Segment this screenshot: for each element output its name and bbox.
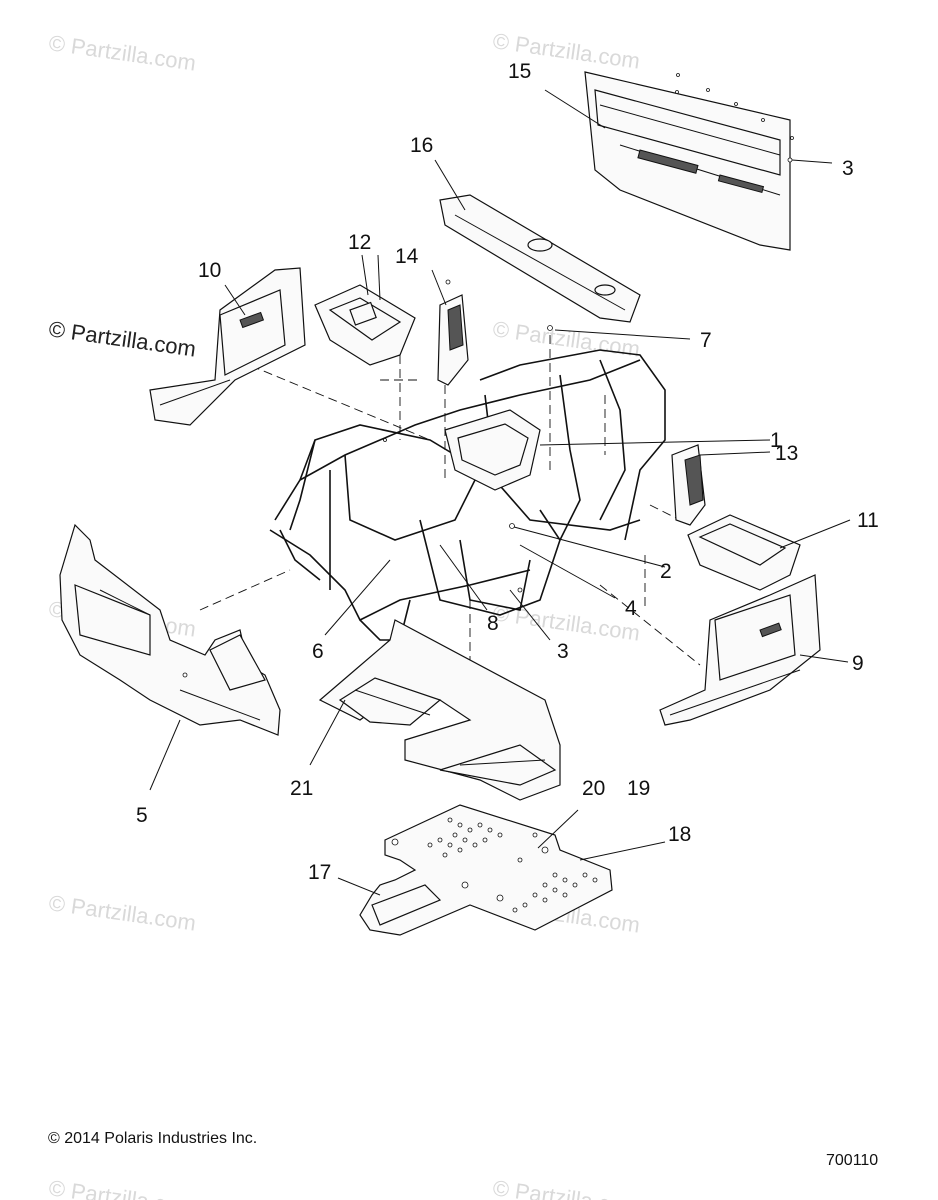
watermark: © Partzilla.com (491, 316, 641, 361)
callout-14: 14 (395, 245, 419, 268)
callout-2: 2 (660, 560, 672, 583)
callout-3-top: 3 (842, 157, 854, 180)
vehicle-frame (269, 325, 666, 641)
callout-19: 19 (627, 777, 650, 800)
skid-plate-holes (391, 817, 598, 913)
part-16-cross-panel (439, 194, 641, 323)
part-11-storage-box (687, 514, 801, 591)
callout-6: 6 (312, 640, 324, 663)
part-12-storage-box (314, 284, 416, 366)
callout-21: 21 (290, 777, 313, 800)
watermark: © Partzilla.com (47, 1175, 197, 1200)
callout-12: 12 (348, 231, 371, 254)
watermark: © Partzilla.com (491, 1175, 641, 1200)
watermark: © Partzilla.com (47, 890, 197, 935)
callout-17: 17 (308, 861, 331, 884)
callout-8: 8 (487, 612, 499, 635)
callout-labels: 1 2 3 3 4 5 6 7 8 9 10 11 12 13 14 15 16… (136, 60, 879, 884)
callout-18: 18 (668, 823, 691, 846)
part-10-left-side-panel (149, 267, 306, 426)
assembly-guide-lines (199, 335, 701, 720)
watermark: © Partzilla.com (47, 30, 197, 75)
part-13-right-vertical-panel (671, 444, 706, 526)
callout-13: 13 (775, 442, 798, 465)
callout-10: 10 (198, 259, 221, 282)
callout-3-bottom: 3 (557, 640, 569, 663)
callout-4: 4 (625, 597, 637, 620)
copyright-notice: © 2014 Polaris Industries Inc. (48, 1130, 258, 1147)
callout-9: 9 (852, 652, 864, 675)
callout-20: 20 (582, 777, 605, 800)
watermark: © Partzilla.com (491, 600, 641, 645)
callout-11: 11 (857, 509, 879, 532)
watermark: © Partzilla.com (47, 316, 197, 361)
part-21-floor-pan (318, 619, 561, 801)
diagram-number: 700110 (826, 1152, 879, 1169)
part-15-rear-panel (584, 71, 794, 251)
callout-16: 16 (410, 134, 433, 157)
callout-7: 7 (700, 329, 712, 352)
callout-15: 15 (508, 60, 531, 83)
callout-1: 1 (770, 429, 782, 452)
part-14-vertical-panel (437, 279, 469, 386)
part-9-right-side-panel (659, 574, 821, 726)
callout-leaders (149, 89, 851, 896)
part-5-front-panel (59, 523, 281, 736)
callout-5: 5 (136, 804, 148, 827)
